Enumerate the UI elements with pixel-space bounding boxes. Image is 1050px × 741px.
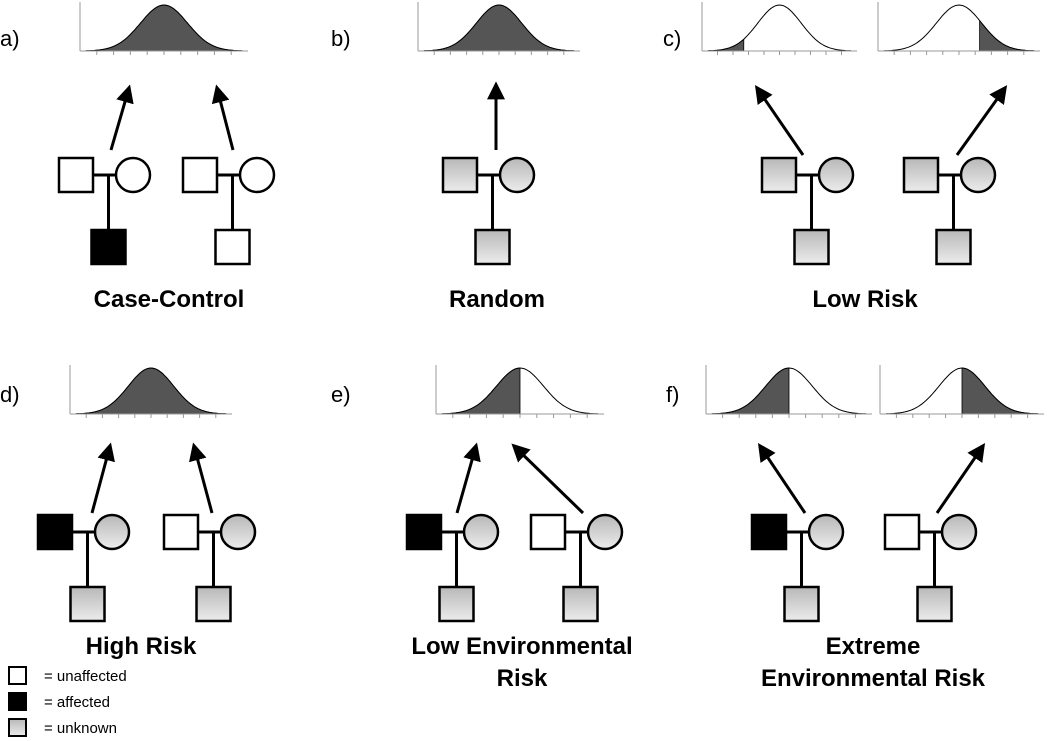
pedigree-low-risk-family-2-father-square [902,156,940,194]
pedigree-case-family-mother-circle [114,156,152,194]
pedigree-control-family-mother-circle [238,156,276,194]
pedigree-extreme-env-family-1-child-square [783,585,820,623]
pedigree-low-risk-family-2-child-square [935,228,972,266]
legend-symbol-unaffected [8,666,27,685]
dist-extreme-env-left-shaded-area [711,367,790,415]
design-title-high-risk: High Risk [86,633,197,660]
dist-low-env-risk-shaded-area [441,367,521,415]
dist-low-risk-left-curve [707,4,852,52]
pedigree-low-env-family-2-father-square [529,513,567,551]
pedigree-low-env-family-2-child-square [562,585,599,623]
pedigree-low-env-family-2-mother-circle [586,513,624,551]
diagram-shapes [36,2,1044,623]
pedigree-extreme-env-family-1-father-square [750,513,788,551]
dist-case-control-shaded-area [85,4,243,52]
design-title-random: Random [449,286,545,313]
pedigree-high-risk-family-1-child-square [69,585,106,623]
design-title-low-env-risk-line1: Low Environmental [411,633,632,660]
arrow-case-control-1 [109,84,134,151]
design-title-extreme-env-risk-line2: Environmental Risk [761,665,986,692]
arrow-extreme-env-1 [757,443,807,514]
dist-low-risk-right-curve [883,4,1035,52]
arrow-high-risk-1 [90,442,115,514]
pedigree-extreme-env-family-2-mother-circle [940,513,978,551]
pedigree-high-risk-family-2-child-square [195,585,232,623]
arrow-extreme-env-2 [935,443,986,514]
pedigree-control-family-father-square [181,156,219,194]
pedigree-control-family-child-square [214,228,251,266]
panel-label-d: d) [0,382,20,407]
panel-label-b: b) [331,26,351,51]
panel-label-c: c) [663,26,681,51]
dist-low-env-risk-curve [442,367,598,415]
pedigree-random-family-mother-circle [498,156,536,194]
pedigree-high-risk-family-2-father-square [162,513,200,551]
pedigree-extreme-env-family-2-child-square [916,585,953,623]
pedigree-high-risk-family-1-father-square [36,513,74,551]
legend-text-unknown: = unknown [44,720,117,737]
pedigree-low-risk-family-1-father-square [760,156,798,194]
pedigree-case-family-father-square [57,156,95,194]
pedigree-high-risk-family-1-mother-circle [93,513,131,551]
dist-case-control-curve [86,4,242,52]
legend: = unaffected = affected = unknown [8,666,127,737]
pedigree-low-risk-family-2-mother-circle [959,156,997,194]
pedigree-low-env-family-1-mother-circle [462,513,500,551]
pedigree-high-risk-family-2-mother-circle [219,513,257,551]
panel-label-a: a) [0,26,20,51]
legend-text-unaffected: = unaffected [44,668,127,685]
arrow-low-env-risk-1 [455,442,481,514]
pedigree-random-family-father-square [441,156,479,194]
pedigree-low-risk-family-1-mother-circle [817,156,855,194]
design-title-low-risk: Low Risk [812,286,918,313]
dist-random-curve [423,4,575,52]
pedigree-case-family-child-square [90,228,127,266]
dist-high-risk-shaded-area [75,367,227,415]
dist-extreme-env-left-curve [712,367,866,415]
legend-text-affected: = affected [44,694,110,711]
panel-label-f: f) [666,382,679,407]
dist-extreme-env-right-shaded-area [961,367,1039,415]
dist-high-risk-curve [75,367,227,415]
arrow-low-env-risk-2 [511,443,585,515]
pedigree-random-family-child-square [474,228,511,266]
pedigree-low-env-family-1-child-square [438,585,475,623]
design-title-extreme-env-risk-line1: Extreme [826,633,921,660]
pedigree-low-env-family-1-father-square [405,513,443,551]
arrow-low-risk-2 [955,85,1008,156]
design-title-case-control: Case-Control [94,286,245,313]
design-title-low-env-risk-line2: Risk [497,665,548,692]
pedigree-extreme-env-family-1-mother-circle [807,513,845,551]
dist-random-shaded-area [423,4,575,52]
legend-symbol-unknown [8,718,27,737]
legend-symbol-affected [8,692,27,711]
arrow-high-risk-2 [189,442,214,514]
arrow-case-control-2 [211,84,235,151]
dist-extreme-env-right-curve [885,367,1039,415]
pedigree-low-risk-family-1-child-square [793,228,830,266]
pedigree-extreme-env-family-2-father-square [883,513,921,551]
panel-label-e: e) [331,382,351,407]
arrow-low-risk-1 [754,85,805,156]
